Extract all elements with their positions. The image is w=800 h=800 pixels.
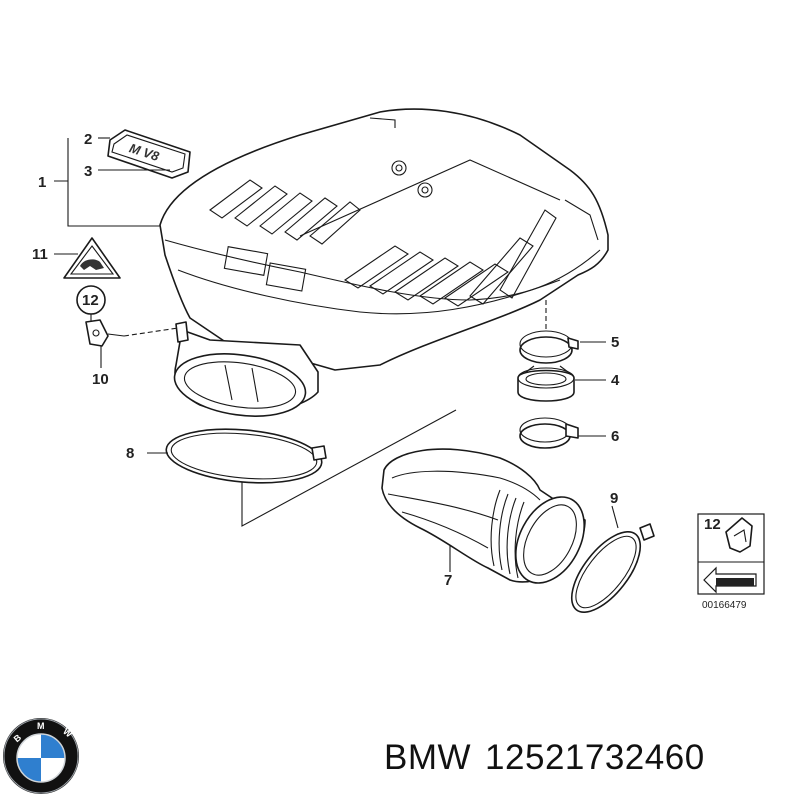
footer-part-caption: BMW 12521732460	[384, 738, 705, 778]
callout-9: 9	[610, 490, 618, 507]
inset-box: 12 00166479	[697, 513, 765, 611]
svg-text:B: B	[12, 732, 24, 744]
callout-12: 12	[82, 292, 99, 309]
inset-callout-12: 12	[704, 516, 721, 533]
emblem-badge: M V8	[107, 129, 191, 179]
callout-8: 8	[126, 445, 134, 462]
intake-hose	[381, 448, 586, 584]
callout-10: 10	[92, 371, 109, 388]
callout-6: 6	[611, 428, 619, 445]
adapter-4	[517, 365, 575, 402]
clamp-6	[519, 417, 579, 449]
callout-leaders	[54, 137, 619, 572]
seal-ring-9	[570, 523, 655, 613]
callout-1: 1	[38, 174, 46, 191]
footer-brand: BMW	[384, 738, 472, 777]
callout-5: 5	[611, 334, 619, 351]
callout-2: 2	[84, 131, 92, 148]
engine-cover	[159, 108, 609, 417]
reference-number: 00166479	[702, 600, 747, 611]
callout-numbers: 2 3 1 11 12 10 5 4 6 8 7 9	[32, 131, 620, 589]
sensor-part	[85, 319, 189, 347]
seal-ring-8	[165, 428, 327, 484]
clamp-5	[519, 330, 579, 364]
bmw-logo: B M W	[3, 718, 79, 794]
callout-3: 3	[84, 163, 92, 180]
callout-7: 7	[444, 572, 452, 589]
callout-4: 4	[611, 372, 620, 389]
warning-label	[63, 237, 121, 279]
footer-part-number: 12521732460	[485, 738, 705, 777]
svg-text:M: M	[37, 721, 45, 731]
callout-11: 11	[32, 246, 48, 263]
